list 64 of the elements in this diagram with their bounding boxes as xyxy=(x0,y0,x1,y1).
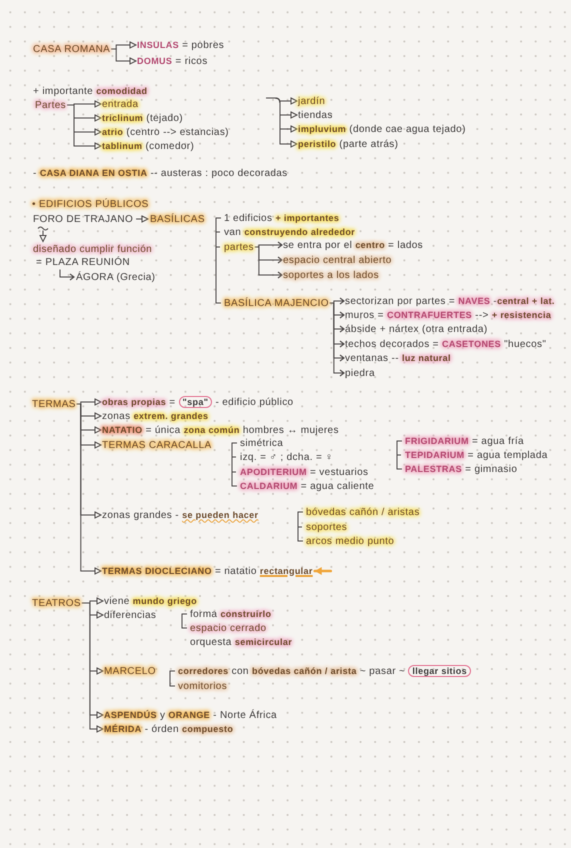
note-text: ábside + nártex (otra entrada) xyxy=(345,322,488,336)
note-text: 1 edificios + importantes xyxy=(224,212,340,224)
arrow xyxy=(38,226,48,242)
note-text: peristilo (parte atrás) xyxy=(298,138,398,150)
note-text: INSULAS = pobres xyxy=(137,38,224,52)
note-text: espacio cerrado xyxy=(190,622,266,634)
subheading: MARCELO xyxy=(104,664,156,678)
note-text: MÉRIDA - órden compuesto xyxy=(104,722,234,736)
section-heading: • EDIFICIOS PÚBLICOS xyxy=(32,198,149,210)
note-text: jardín xyxy=(298,94,326,108)
arrow xyxy=(60,269,75,281)
note-text: ASPENDÚS y ORANGE - Norte África xyxy=(104,708,277,722)
section-heading: TERMAS xyxy=(32,398,76,410)
arrow xyxy=(313,567,332,575)
section-heading: CASA ROMANA xyxy=(33,42,110,56)
note-text: soportes xyxy=(306,520,348,534)
note-text: impluvium (donde cae agua tejado) xyxy=(298,122,466,136)
note-text: viene mundo griego xyxy=(104,594,197,608)
note-text: simétrica xyxy=(240,436,284,450)
note-text: diseñado cumplir función xyxy=(33,242,152,256)
note-text: izq. = ♂ ; dcha. = ♀ xyxy=(240,450,334,464)
note-text: espacio central abierto xyxy=(283,254,392,266)
note-text: arcos medio punto xyxy=(306,534,394,548)
note-text: triclinum (tejado) xyxy=(102,112,183,124)
note-text: techos decorados = CASETONES "huecos" xyxy=(345,338,546,350)
subheading: BASÍLICAS xyxy=(150,212,205,226)
note-text: van construyendo alrededor xyxy=(224,226,356,238)
note-text: sectorizan por partes = NAVES -central + lat. xyxy=(345,294,555,308)
note-text: zonas extrem. grandes xyxy=(102,410,208,422)
note-text: ventanas -- luz natural xyxy=(345,352,451,364)
note-text: = PLAZA REUNIÓN xyxy=(36,256,130,268)
note-text: PALESTRAS = gimnasio xyxy=(405,462,518,476)
note-text: atrio (centro --> estancias) xyxy=(102,126,229,138)
note-text: piedra xyxy=(345,366,375,380)
note-text: muros = CONTRAFUERTES --> + resistencia xyxy=(345,308,552,322)
note-text: APODITERIUM = vestuarios xyxy=(240,466,368,478)
note-text: zonas grandes - se pueden hacer xyxy=(102,508,258,522)
note-text: bóvedas cañón / aristas xyxy=(306,506,420,518)
note-text: CALDARIUM = agua caliente xyxy=(240,480,374,492)
note-text: tiendas xyxy=(298,108,333,122)
note-text: tablinum (comedor) xyxy=(102,140,194,152)
note-text: DOMUS = ricos xyxy=(137,54,208,68)
section-heading: TEATROS xyxy=(32,596,81,610)
note-text: FRIGIDARIUM = agua fría xyxy=(405,434,524,448)
subheading: TERMAS CARACALLA xyxy=(102,438,212,452)
note-text: diferencias xyxy=(104,608,156,622)
note-text: corredores con bóvedas cañón / arista ~ pasar ~ llegar sitios xyxy=(178,664,471,678)
note-text: orquesta semicircular xyxy=(190,636,292,648)
note-text: TEPIDARIUM = agua templada xyxy=(405,448,548,462)
note-text: forma construirlo xyxy=(190,608,272,620)
note-text: TERMAS DIOCLECIANO = natatio rectangular xyxy=(102,564,313,578)
note-text: soportes a los lados xyxy=(283,268,379,282)
note-text: - CASA DIANA EN OSTIA -- austeras : poco decoradas xyxy=(33,166,288,180)
note-text: obras propias = "spa" - edificio público xyxy=(102,396,294,408)
note-text: NATATIO = única zona común hombres ↔ mujeres xyxy=(102,424,339,436)
note-text: vomitorios xyxy=(178,680,228,692)
note-text: ÁGORA (Grecia) xyxy=(76,270,156,284)
note-text: partes xyxy=(224,240,254,254)
note-text: se entra por el centro = lados xyxy=(283,238,424,252)
subheading: FORO DE TRAJANO xyxy=(33,212,134,226)
note-text: entrada xyxy=(102,98,138,110)
subheading: Partes xyxy=(35,98,66,112)
note-text: + importante comodidad xyxy=(33,84,148,98)
subheading: BASÍLICA MAJENCIO xyxy=(224,296,329,310)
